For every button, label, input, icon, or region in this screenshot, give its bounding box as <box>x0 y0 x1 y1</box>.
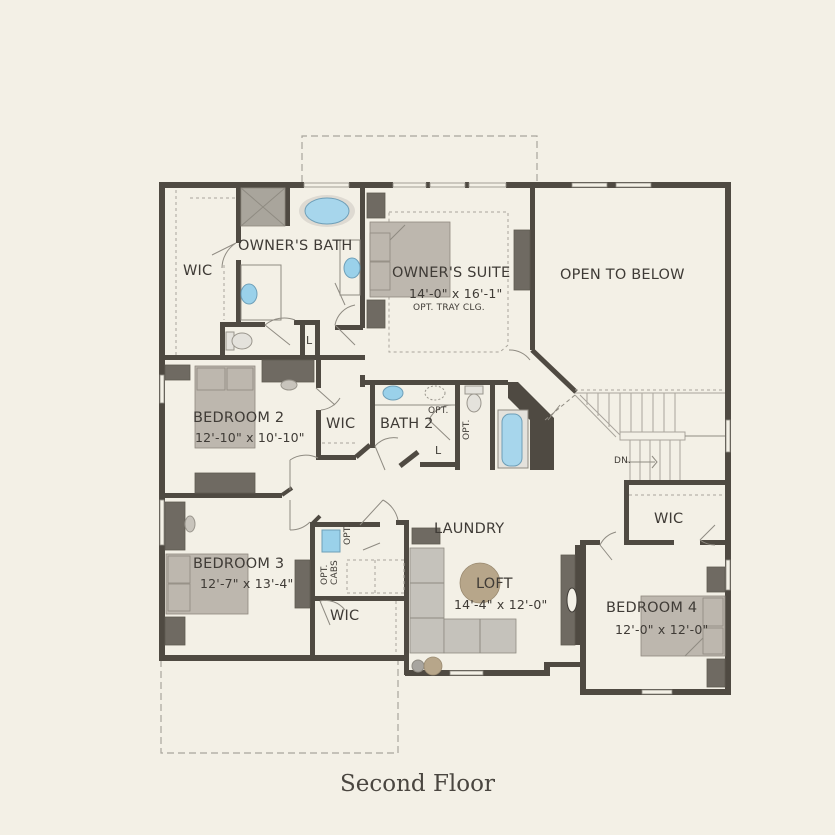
floor-title: Second Floor <box>340 771 495 797</box>
room-label-loft: LOFT <box>476 576 513 592</box>
room-dims-loft: 14'-4" x 12'-0" <box>454 597 548 612</box>
interior-walls <box>165 188 725 675</box>
room-label-wic-bed3: WIC <box>330 608 360 624</box>
room-dims-owners-suite: 14'-0" x 16'-1" <box>409 286 503 301</box>
room-label-bedroom-4: BEDROOM 4 <box>606 600 698 616</box>
room-dims-bedroom-3: 12'-7" x 13'-4" <box>200 576 294 591</box>
bedroom-4-furniture <box>629 494 726 688</box>
room-note-owners-suite: OPT. TRAY CLG. <box>413 303 485 313</box>
room-dims-bedroom-2: 12'-10" x 10'-10" <box>195 430 305 445</box>
room-label-wic-bed2: WIC <box>326 416 356 432</box>
bath-2-fixtures <box>375 385 529 469</box>
linen-closet-owner-label: L <box>306 334 313 347</box>
loft-furniture <box>409 527 578 676</box>
exterior-walls <box>159 182 731 695</box>
room-label-open-to-below: OPEN TO BELOW <box>560 267 685 283</box>
room-dims-bedroom-4: 12'-0" x 12'-0" <box>615 622 709 637</box>
room-label-wic-bed4: WIC <box>654 511 684 527</box>
room-label-laundry: LAUNDRY <box>434 521 505 537</box>
bedroom-2-furniture <box>164 359 355 494</box>
room-label-owners-bath: OWNER'S BATH <box>238 238 353 254</box>
room-label-bedroom-3: BEDROOM 3 <box>193 556 285 572</box>
opt-laundry-sink-label: OPT. <box>343 524 353 545</box>
staircase <box>544 389 725 480</box>
dashed-outline-bottom <box>160 660 399 754</box>
room-label-wic-owner: WIC <box>183 263 213 279</box>
opt-cabs-label: OPT. CABS <box>320 560 340 585</box>
room-label-bath-2: BATH 2 <box>380 416 434 432</box>
bedroom-3-furniture <box>164 501 311 646</box>
linen-closet-bath2-label: L <box>435 444 442 457</box>
doors <box>211 242 716 626</box>
owners-suite-furniture <box>366 192 531 353</box>
opt-sink-bath2-label: OPT. <box>428 406 449 416</box>
room-label-bedroom-2: BEDROOM 2 <box>193 410 285 426</box>
laundry-fixtures <box>321 529 405 655</box>
stair-down-label: DN. <box>614 456 632 466</box>
room-label-owners-suite: OWNER'S SUITE <box>392 265 511 281</box>
dashed-outline-top <box>301 135 538 182</box>
opt-wall-bath2-label: OPT. <box>462 419 472 440</box>
owners-bath-fixtures <box>175 187 361 355</box>
